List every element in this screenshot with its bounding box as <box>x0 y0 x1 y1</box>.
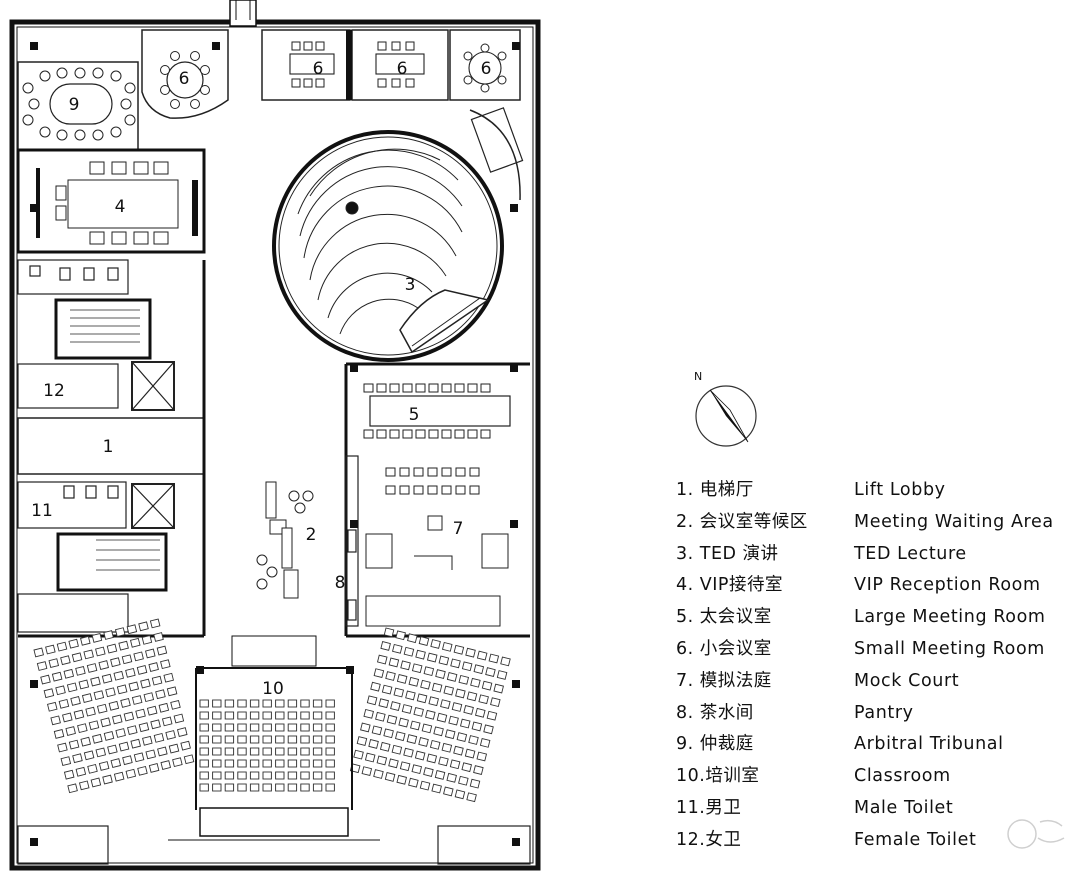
legend-cn: 6. 小会议室 <box>676 638 772 659</box>
archdaily-watermark-icon <box>1004 808 1068 856</box>
legend-row: 5. 太会议室 Large Meeting Room <box>676 605 1076 637</box>
toilet-block-lower <box>17 481 175 633</box>
room-label-7: 7 <box>453 519 464 539</box>
top-entrance <box>229 0 257 27</box>
legend-en: Meeting Waiting Area <box>854 511 1054 532</box>
classroom-seating-center <box>199 699 335 792</box>
small-meeting-room-round <box>141 29 229 119</box>
floor-plan: 9 6 6 6 6 4 3 12 5 1 11 7 2 8 10 <box>9 0 541 871</box>
legend-cn: 2. 会议室等候区 <box>676 511 808 532</box>
legend-row: 12.女卫 Female Toilet <box>676 828 1076 860</box>
curved-wall <box>469 109 521 201</box>
room-label-2: 2 <box>306 525 317 545</box>
arbitral-tribunal-room <box>17 61 139 151</box>
classroom-walls <box>168 635 380 841</box>
legend-en: Arbitral Tribunal <box>854 734 1004 755</box>
legend-row: 10.培训室 Classroom <box>676 764 1076 796</box>
structural-columns <box>30 42 520 846</box>
room-label-12: 12 <box>43 381 65 401</box>
legend-row: 1. 电梯厅 Lift Lobby <box>676 478 1076 510</box>
room-label-8: 8 <box>335 573 346 593</box>
legend-en: TED Lecture <box>854 543 967 564</box>
legend-en: Large Meeting Room <box>854 607 1046 628</box>
vip-reception-room <box>16 148 206 254</box>
legend-cn: 3. TED 演讲 <box>676 543 779 564</box>
room-label-6-b: 6 <box>397 59 408 79</box>
room-label-6-round: 6 <box>179 69 190 89</box>
legend-cn: 10.培训室 <box>676 766 760 787</box>
room-numbers: 9 6 6 6 6 4 3 12 5 1 11 7 2 8 10 <box>31 59 491 699</box>
room-label-1: 1 <box>103 437 114 457</box>
legend-cn: 5. 太会议室 <box>676 607 772 628</box>
waiting-area-furniture <box>256 481 314 599</box>
legend-row: 2. 会议室等候区 Meeting Waiting Area <box>676 510 1076 542</box>
ted-lecture-hall <box>272 130 504 362</box>
legend-en: Male Toilet <box>854 797 954 818</box>
outer-walls <box>9 19 541 871</box>
mock-court <box>365 467 509 627</box>
room-label-11: 11 <box>31 501 53 521</box>
legend-en: Small Meeting Room <box>854 638 1045 659</box>
room-label-4: 4 <box>115 197 126 217</box>
north-label: N <box>694 370 702 383</box>
legend-cn: 12.女卫 <box>676 829 742 850</box>
legend-en: Mock Court <box>854 670 960 691</box>
legend-en: Lift Lobby <box>854 480 946 500</box>
legend-cn: 1. 电梯厅 <box>676 480 754 500</box>
legend-en: Pantry <box>854 702 914 723</box>
legend-row: 9. 仲裁庭 Arbitral Tribunal <box>676 732 1076 764</box>
toilet-block-upper <box>17 259 175 411</box>
legend-row: 11.男卫 Male Toilet <box>676 796 1076 828</box>
corner-stairs <box>17 825 531 865</box>
legend-row: 3. TED 演讲 TED Lecture <box>676 542 1076 574</box>
classroom-seating-left <box>33 618 195 794</box>
room-label-9: 9 <box>69 95 80 115</box>
legend-en: Female Toilet <box>854 829 977 850</box>
legend-cn: 8. 茶水间 <box>676 702 754 723</box>
north-compass: N <box>690 366 762 448</box>
legend-row: 7. 模拟法庭 Mock Court <box>676 669 1076 701</box>
room-legend: 1. 电梯厅 Lift Lobby 2. 会议室等候区 Meeting Waitin… <box>676 478 1076 860</box>
legend-row: 6. 小会议室 Small Meeting Room <box>676 637 1076 669</box>
legend-row: 4. VIP接待室 VIP Reception Room <box>676 573 1076 605</box>
small-meeting-rooms-top <box>261 29 521 101</box>
legend-cn: 11.男卫 <box>676 797 742 818</box>
legend-row: 8. 茶水间 Pantry <box>676 701 1076 733</box>
room-label-10: 10 <box>262 679 284 699</box>
legend-cn: 9. 仲裁庭 <box>676 734 754 755</box>
legend-cn: 4. VIP接待室 <box>676 575 783 596</box>
room-label-6-a: 6 <box>313 59 324 79</box>
legend-cn: 7. 模拟法庭 <box>676 670 772 691</box>
large-meeting-room <box>363 383 511 439</box>
room-label-6-c: 6 <box>481 59 492 79</box>
legend-en: VIP Reception Room <box>854 575 1041 596</box>
classroom-seating-right <box>349 627 511 803</box>
room-label-3: 3 <box>405 275 416 295</box>
north-arrow-icon <box>709 389 749 443</box>
pantry <box>345 455 359 627</box>
room-label-5: 5 <box>409 405 420 425</box>
legend-en: Classroom <box>854 766 951 787</box>
